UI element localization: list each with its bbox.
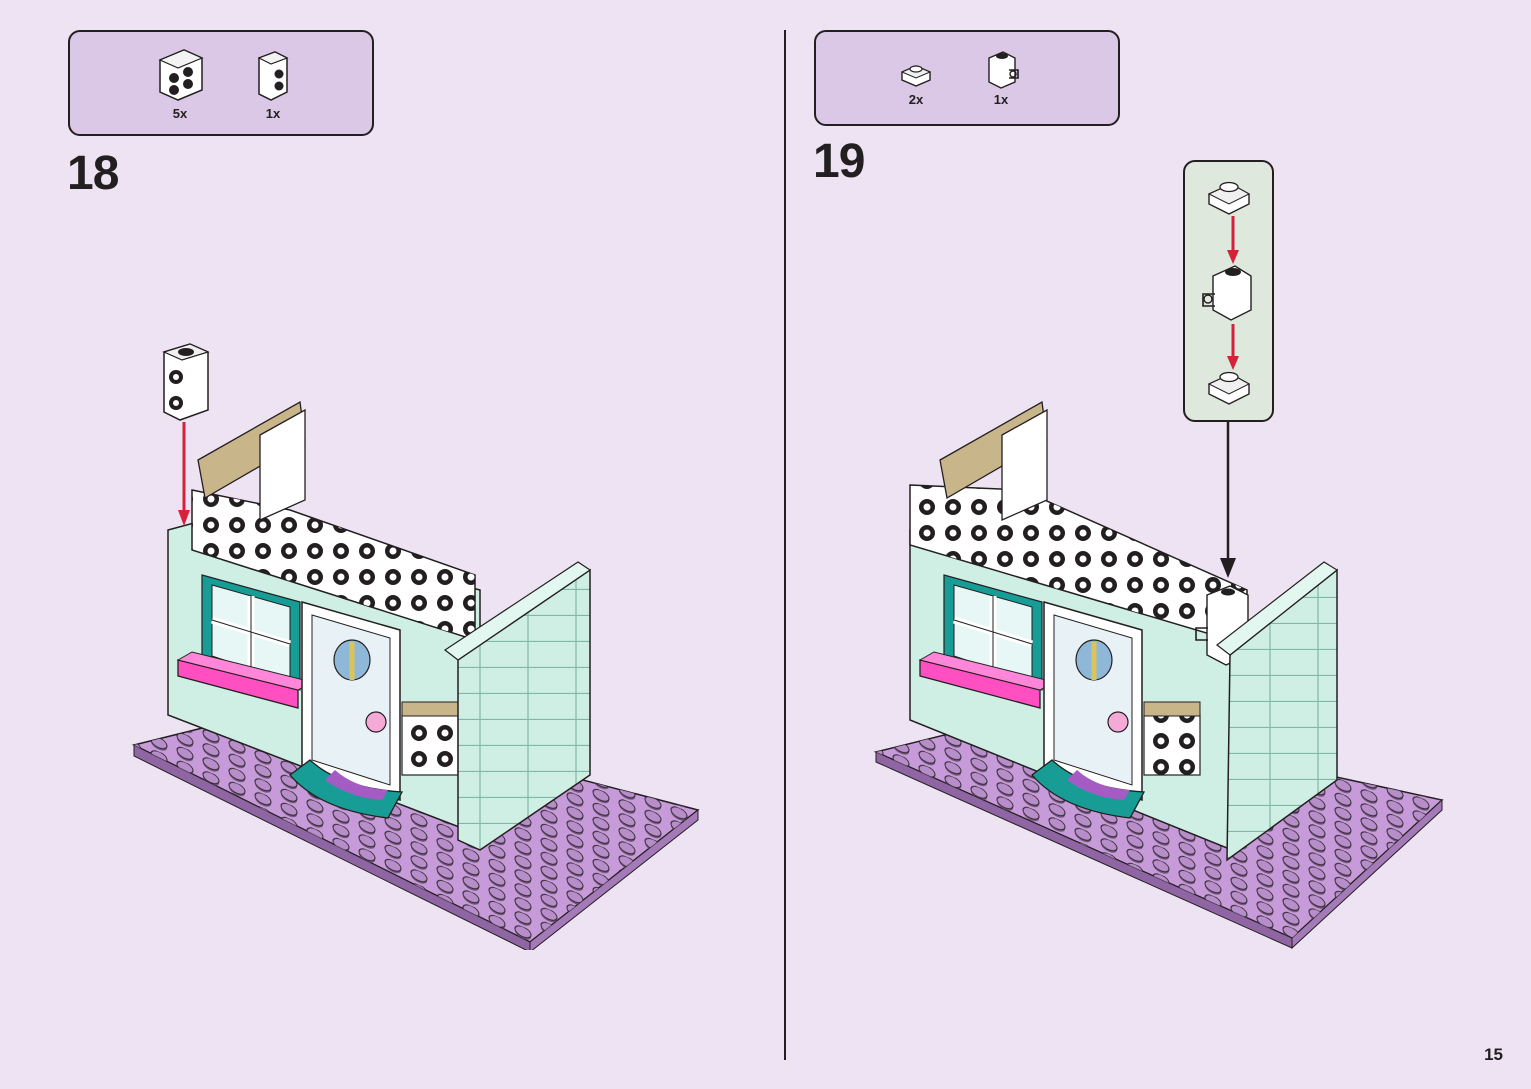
parts-list-item: 1x <box>248 46 298 121</box>
step-18-model-illustration <box>131 343 700 950</box>
brick-1x1-clip-icon <box>988 51 1019 89</box>
page-divider <box>784 30 786 1060</box>
parts-list-step-18: 5x 1x <box>68 30 374 136</box>
new-brick <box>162 343 210 421</box>
part-quantity: 1x <box>993 92 1009 107</box>
page-number: 15 <box>1484 1045 1503 1064</box>
round-plate-1x1-icon <box>1207 371 1251 405</box>
step-number: 19 <box>813 135 865 188</box>
round-plate-1x1-icon <box>1207 181 1251 215</box>
brick-1x2-side-studs-icon <box>158 49 204 101</box>
part-quantity: 1x <box>265 106 281 121</box>
part-quantity: 5x <box>172 106 188 121</box>
sub-assembly-callout <box>1183 160 1274 422</box>
parts-list-item: 2x <box>896 54 936 107</box>
brick-1x1-clip-icon <box>1202 265 1252 321</box>
brick-1x1-side-studs-icon <box>257 51 289 101</box>
sub-assembly-illustration <box>1202 181 1252 405</box>
parts-list-step-19: 2x 1x <box>814 30 1120 126</box>
step-number: 18 <box>67 147 119 200</box>
step-19-model-illustration <box>873 400 1444 950</box>
parts-list-item: 5x <box>150 46 210 121</box>
part-quantity: 2x <box>908 92 924 107</box>
parts-list-item: 1x <box>981 48 1021 107</box>
round-plate-1x1-icon <box>900 65 932 87</box>
